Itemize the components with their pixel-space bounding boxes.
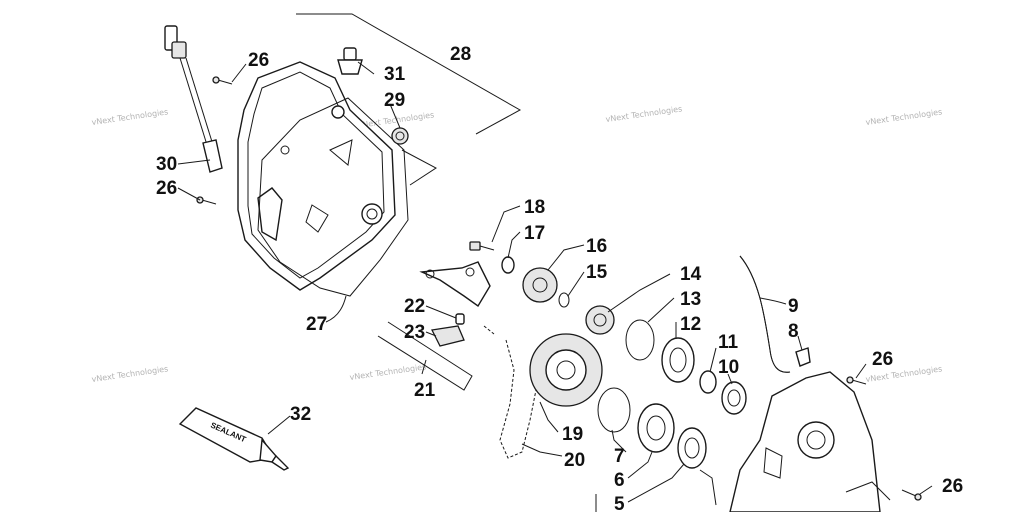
seal-5 [677, 427, 707, 469]
sealant-tube: SEALANT [178, 407, 290, 471]
vent-hose-9 [739, 255, 791, 373]
callout-26: 26 [248, 50, 269, 71]
o-ring-7 [597, 387, 631, 433]
watermark: vNext Technologies [865, 107, 943, 127]
watermarks: vNext Technologies vNext Technologies vN… [91, 104, 943, 384]
callout-8: 8 [788, 321, 799, 342]
callout-17: 17 [524, 223, 545, 244]
callout-11: 11 [718, 332, 739, 353]
callout-15: 15 [586, 262, 608, 283]
seal-11 [699, 370, 717, 394]
gear-16 [522, 267, 558, 303]
vent-fitting [337, 47, 363, 75]
callout-19: 19 [562, 424, 583, 445]
callout-26: 26 [872, 349, 893, 370]
gear-19 [529, 333, 603, 407]
chaincase-housing [699, 371, 891, 512]
callout-5: 5 [614, 494, 625, 512]
callout-26: 26 [942, 476, 963, 497]
watermark: vNext Technologies [605, 104, 683, 124]
callout-12: 12 [680, 314, 701, 335]
bracket-21 [377, 321, 473, 391]
pin-22 [455, 313, 465, 325]
callout-14: 14 [680, 264, 702, 285]
bolt-18 [469, 241, 495, 251]
elbow-fitting-8 [795, 347, 811, 367]
sensor-cable [164, 25, 223, 173]
callout-22: 22 [404, 296, 425, 317]
slider-23 [431, 325, 465, 347]
callout-23: 23 [404, 322, 425, 343]
callouts: 28 26 31 29 30 26 27 18 17 16 15 14 13 1… [156, 44, 963, 512]
callout-21: 21 [414, 380, 436, 401]
callout-31: 31 [384, 64, 406, 85]
callout-27: 27 [306, 314, 327, 335]
leader-lines [177, 13, 933, 512]
bearing-6 [637, 403, 675, 453]
callout-28: 28 [450, 44, 471, 65]
sprocket-14 [585, 305, 615, 335]
callout-18: 18 [524, 197, 545, 218]
cover-gasket [257, 97, 409, 297]
callout-6: 6 [614, 470, 625, 491]
washer-17 [501, 256, 515, 274]
seal-10 [721, 381, 747, 415]
callout-13: 13 [680, 289, 701, 310]
callout-30: 30 [156, 154, 177, 175]
chain-20 [483, 325, 537, 459]
callout-32: 32 [290, 404, 311, 425]
o-ring-13 [625, 319, 655, 361]
callout-29: 29 [384, 90, 405, 111]
bearing-12 [661, 337, 695, 383]
callout-20: 20 [564, 450, 585, 471]
callout-16: 16 [586, 236, 607, 257]
snap-ring-15 [558, 292, 570, 308]
housing-screws [846, 376, 922, 501]
cover-plug [391, 127, 409, 145]
watermark: vNext Technologies [91, 107, 169, 127]
watermark: vNext Technologies [91, 364, 169, 384]
callout-7: 7 [614, 446, 625, 467]
callout-10: 10 [718, 357, 739, 378]
chaincase-cover [237, 61, 396, 291]
callout-26: 26 [156, 178, 177, 199]
callout-9: 9 [788, 296, 799, 317]
tensioner-arm [419, 261, 491, 308]
